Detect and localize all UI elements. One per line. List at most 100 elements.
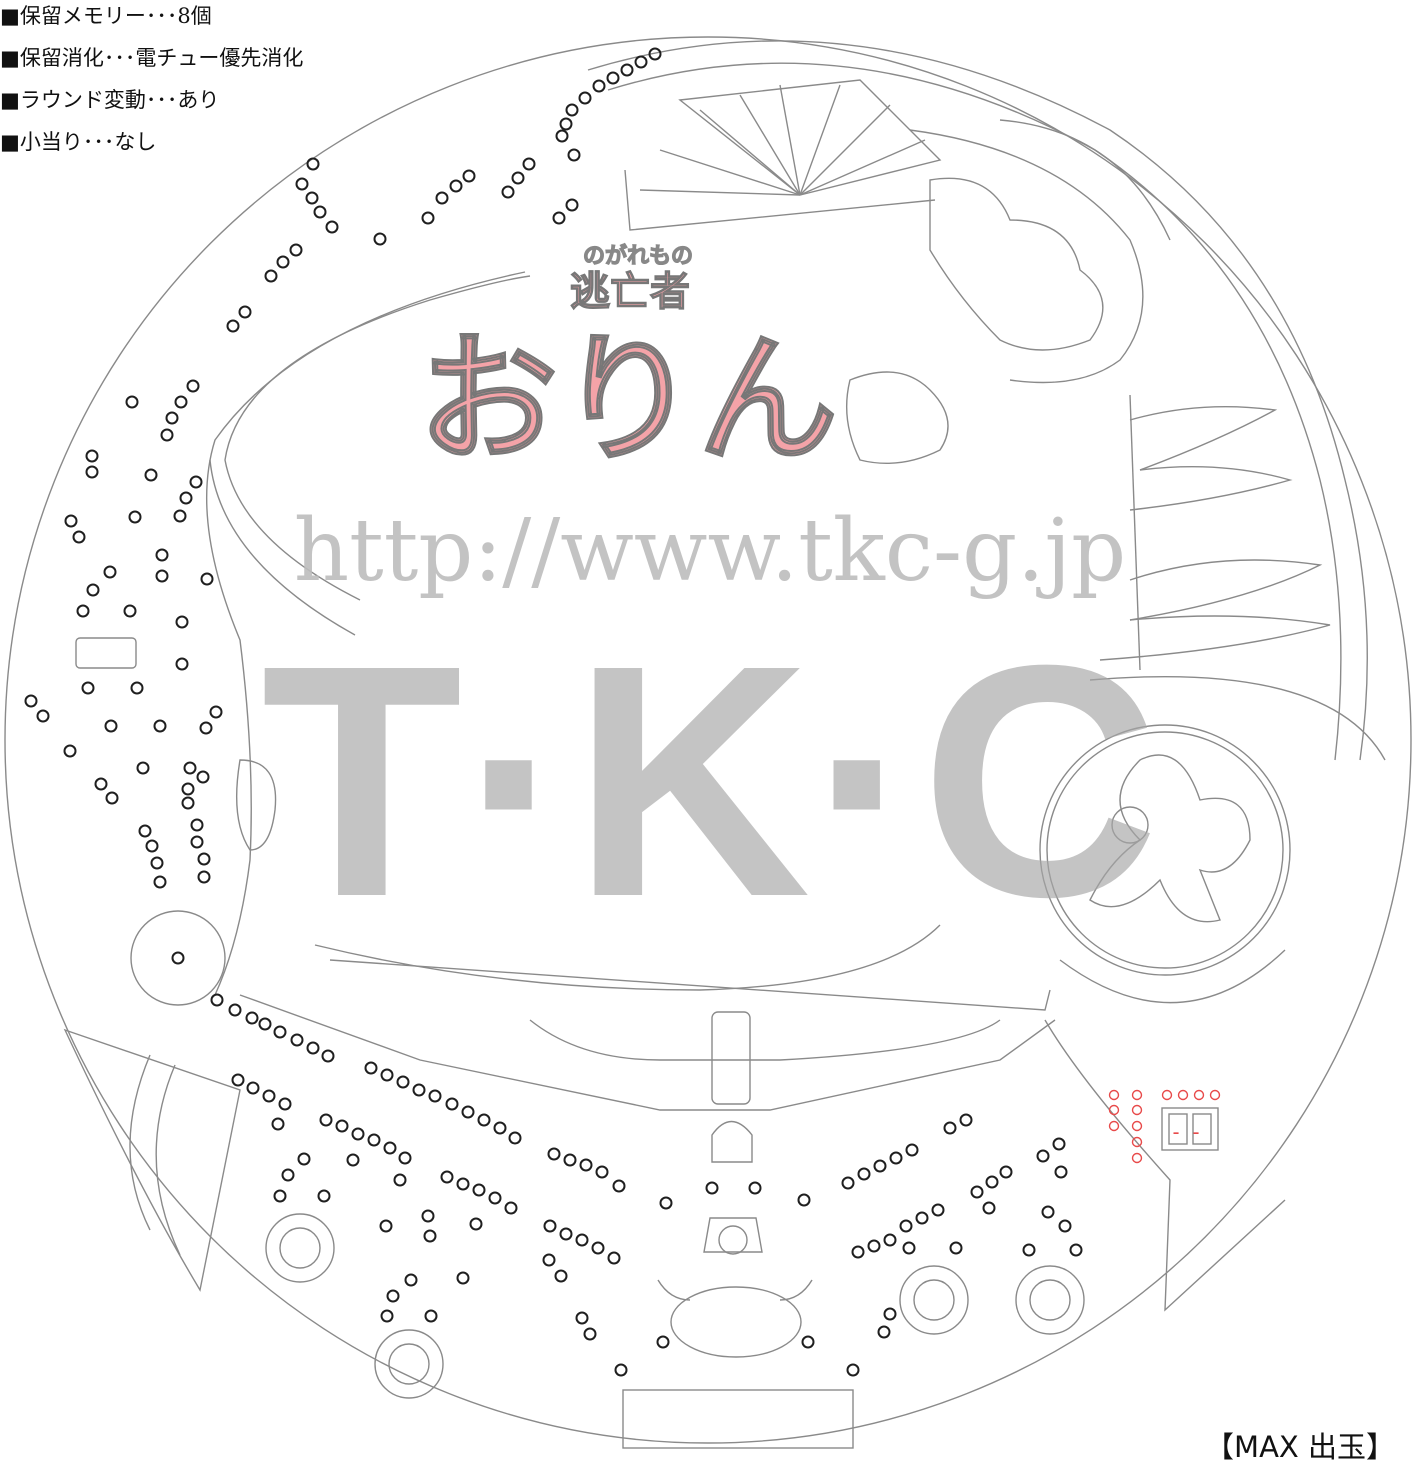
pocket — [265, 1213, 335, 1283]
nail-pin — [614, 1363, 628, 1377]
indicator-dot — [1193, 1089, 1205, 1101]
nail-pin — [428, 1089, 442, 1103]
nail-pin — [190, 818, 204, 832]
nail-pin — [105, 791, 119, 805]
nail-pin — [1052, 1137, 1066, 1151]
nail-pin — [373, 232, 387, 246]
nail-pin — [104, 719, 118, 733]
nail-pin — [197, 870, 211, 884]
nail-pin — [174, 395, 188, 409]
nail-pin — [295, 177, 309, 191]
nail-pin — [542, 1253, 556, 1267]
indicator-dot — [1108, 1104, 1120, 1116]
nail-pin — [565, 103, 579, 117]
nail-pin — [171, 951, 185, 965]
nail-pin — [440, 1170, 454, 1184]
nail-pin — [559, 1227, 573, 1241]
nail-pin — [335, 1119, 349, 1133]
nail-pin — [138, 824, 152, 838]
nail-pin — [705, 1181, 719, 1195]
nail-pin — [547, 1147, 561, 1161]
nail-pins — [24, 47, 1085, 1399]
nail-pin — [364, 1061, 378, 1075]
nail-pin — [565, 198, 579, 212]
nail-pin — [125, 395, 139, 409]
nail-pin — [351, 1127, 365, 1141]
nail-pin — [276, 255, 290, 269]
nail-pin — [123, 604, 137, 618]
nail-pin — [634, 55, 648, 69]
nail-pin — [380, 1309, 394, 1323]
nail-pin — [477, 1113, 491, 1127]
nail-pin — [943, 1121, 957, 1135]
nail-pin — [186, 379, 200, 393]
nail-pin — [873, 1159, 887, 1173]
nail-pin — [595, 1165, 609, 1179]
nail-pin — [424, 1309, 438, 1323]
out-hole — [622, 1389, 854, 1449]
leaf-ornament — [1099, 394, 1331, 671]
nail-pin — [554, 1269, 568, 1283]
nail-pin — [456, 1177, 470, 1191]
nail-pin — [72, 530, 86, 544]
nail-pin — [931, 1203, 945, 1217]
nail-pin — [1054, 1165, 1068, 1179]
logo-subtitle: 逃亡者 — [570, 269, 690, 315]
nail-pin — [289, 243, 303, 257]
nail-pin — [522, 157, 536, 171]
nail-pin — [899, 1219, 913, 1233]
nail-pin — [379, 1219, 393, 1233]
nail-pin — [982, 1201, 996, 1215]
nail-pin — [24, 694, 38, 708]
nail-pin — [801, 1335, 815, 1349]
nail-pin — [181, 782, 195, 796]
nail-pin — [435, 191, 449, 205]
nail-pin — [278, 1097, 292, 1111]
nail-pin — [321, 1049, 335, 1063]
nail-pin — [504, 1201, 518, 1215]
nail-pin — [103, 565, 117, 579]
indicator-dot — [1131, 1136, 1143, 1148]
nail-pin — [85, 449, 99, 463]
nail-pin — [462, 169, 476, 183]
pocket — [899, 1265, 969, 1335]
nail-pin — [319, 1113, 333, 1127]
left-windmill — [130, 910, 226, 1006]
title-logo: のがれもの 逃亡者 おりん — [417, 242, 839, 483]
nail-pin — [659, 1196, 673, 1210]
nail-pin — [846, 1363, 860, 1377]
nail-pin — [183, 761, 197, 775]
nail-pin — [1022, 1243, 1036, 1257]
nail-pin — [620, 63, 634, 77]
nail-pin — [271, 1117, 285, 1131]
nail-pin — [262, 1089, 276, 1103]
nail-pin — [209, 705, 223, 719]
fan-ornament — [624, 79, 942, 231]
nail-pin — [857, 1167, 871, 1181]
nail-pin — [153, 719, 167, 733]
nail-pin — [970, 1185, 984, 1199]
nail-pin — [128, 510, 142, 524]
nail-pin — [902, 1241, 916, 1255]
spec-round-variation: ■ラウンド変動･･･あり — [0, 88, 220, 112]
nail-pin — [949, 1241, 963, 1255]
nail-pin — [1036, 1149, 1050, 1163]
flower-ornament — [846, 119, 1171, 464]
nail-pin — [273, 1025, 287, 1039]
nail-pin — [656, 1335, 670, 1349]
nail-pin — [325, 220, 339, 234]
nail-pin — [231, 1073, 245, 1087]
nail-pin — [883, 1233, 897, 1247]
nail-pin — [306, 157, 320, 171]
nail-pin — [579, 1158, 593, 1172]
nail-pin — [591, 1241, 605, 1255]
logo-small-text: のがれもの — [583, 243, 693, 269]
counter-indicator-dots — [1108, 1089, 1221, 1164]
nail-pin — [380, 1068, 394, 1082]
nail-pin — [155, 569, 169, 583]
nail-pin — [94, 777, 108, 791]
nail-pin — [488, 1191, 502, 1205]
left-lower-ornament — [63, 1028, 241, 1292]
nail-pin — [456, 1271, 470, 1285]
